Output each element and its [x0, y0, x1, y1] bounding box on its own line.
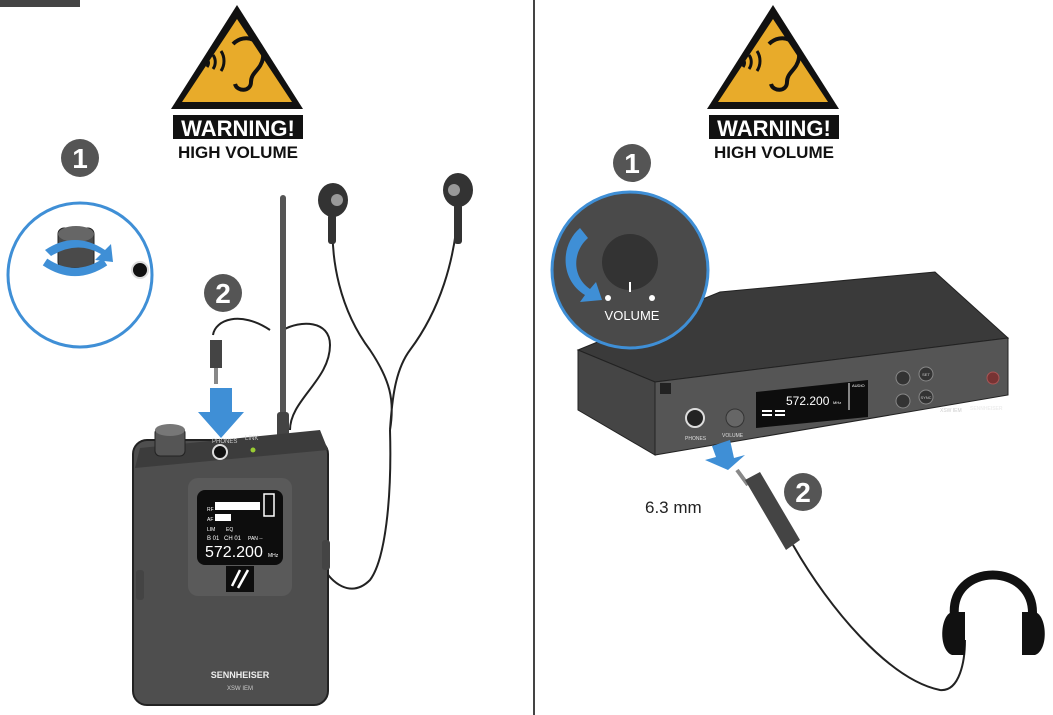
insert-arrow-icon [198, 388, 244, 438]
step-1-badge-left: 1 [61, 139, 99, 177]
antenna [280, 195, 286, 430]
volume-knob[interactable] [725, 408, 745, 428]
svg-text:1: 1 [624, 148, 640, 179]
sync-button-label: SYNC [920, 395, 931, 400]
warning-subtitle: HIGH VOLUME [178, 143, 298, 162]
pan-value: PAN -- [248, 536, 263, 542]
earphones [282, 173, 473, 590]
ear-warning-icon [705, 3, 841, 111]
rack-receiver: PHONES VOLUME 572.200 MHz AUDIO SET SYNC… [576, 271, 1010, 456]
af-label: AF [207, 517, 213, 523]
headphone-cable [735, 468, 966, 692]
rack-frequency: 572.200 [786, 394, 830, 408]
step-2-badge-right: 2 [784, 473, 822, 511]
bank-value: B 01 [207, 536, 220, 542]
knob-zoom-left [6, 201, 160, 360]
phones-jack-label: PHONES [212, 439, 237, 445]
volume-label: VOLUME [605, 308, 660, 323]
step-2-badge-left: 2 [204, 274, 242, 312]
phones-jack [212, 444, 228, 460]
bodypack-model: XSW IEM [227, 686, 253, 692]
rotate-arrow-icon [45, 240, 113, 262]
volume-zoom-right: VOLUME [550, 190, 710, 350]
insert-arrow-icon [705, 440, 745, 470]
jack-plug-left [210, 317, 271, 384]
set-button[interactable] [918, 366, 934, 382]
audio-label: AUDIO [852, 383, 865, 388]
power-button[interactable] [986, 371, 1000, 385]
phones-label: PHONES [685, 436, 707, 442]
sennheiser-logo-icon [226, 566, 254, 592]
warning-title: WARNING! [717, 116, 831, 141]
sync-button[interactable] [918, 389, 934, 405]
rf-label: RF [207, 507, 214, 513]
warning-sign-left: WARNING! HIGH VOLUME [169, 3, 305, 162]
rack-frequency-unit: MHz [833, 400, 841, 405]
channel-value: CH 01 [224, 536, 242, 542]
volume-knob-label: VOLUME [722, 433, 744, 439]
svg-text:2: 2 [795, 477, 811, 508]
phones-jack [685, 408, 705, 428]
rotate-arrow-icon [565, 228, 602, 302]
step-1-badge-right: 1 [613, 144, 651, 182]
headphones-icon [942, 570, 1045, 655]
lim-label: LIM [207, 527, 215, 533]
rack-brand: SENNHEISER [970, 406, 1003, 412]
svg-text:2: 2 [215, 278, 231, 309]
ear-warning-icon [169, 3, 305, 111]
svg-text:1: 1 [72, 143, 88, 174]
warning-title: WARNING! [181, 116, 295, 141]
eq-label: EQ [226, 527, 233, 533]
sennheiser-logo-icon [660, 383, 671, 394]
warning-sign-right: WARNING! HIGH VOLUME [705, 3, 841, 162]
up-button[interactable] [895, 370, 911, 386]
link-label: LINK [245, 436, 258, 442]
rack-model: XSW IEM [940, 408, 962, 414]
warning-subtitle: HIGH VOLUME [714, 143, 834, 162]
bodypack-brand: SENNHEISER [211, 670, 270, 680]
bodypack-frequency-unit: MHz [268, 553, 279, 559]
bodypack-receiver: PHONES LINK RF AF LIM EQ B 01 CH 01 PAN … [132, 424, 330, 706]
set-button-label: SET [922, 372, 930, 377]
top-left-bar [0, 0, 80, 7]
bodypack-frequency: 572.200 [205, 544, 263, 561]
jack-size-label: 6.3 mm [645, 498, 702, 517]
down-button[interactable] [895, 393, 911, 409]
